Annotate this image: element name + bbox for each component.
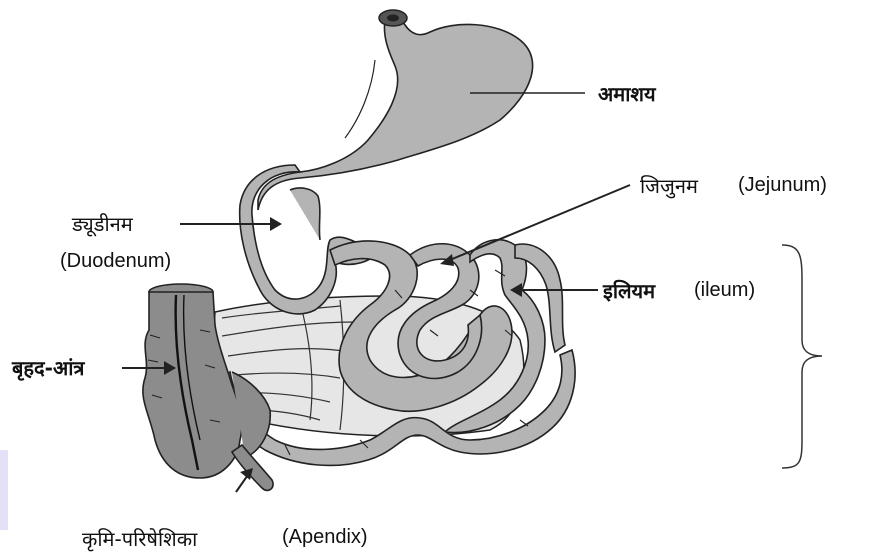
ileum-label-english: (ileum) xyxy=(694,279,755,302)
duodenum-label-hindi: ड्यूडीनम xyxy=(72,210,133,237)
large-intestine-label: बृहद-आंत्र xyxy=(12,354,84,381)
ileum-label-hindi: इलियम xyxy=(603,277,655,304)
jejunum-label-hindi: जिजुनम xyxy=(640,172,698,199)
appendix-label-hindi: कृमि-परिषेशिका xyxy=(82,525,197,552)
duodenum-label-english: (Duodenum) xyxy=(60,250,171,273)
jejunum-label-english: (Jejunum) xyxy=(738,174,827,197)
stomach xyxy=(258,18,533,210)
brace xyxy=(782,245,822,468)
stomach-label: अमाशय xyxy=(598,80,656,107)
appendix-label-english: (Apendix) xyxy=(282,526,368,549)
duodenum xyxy=(240,165,380,314)
